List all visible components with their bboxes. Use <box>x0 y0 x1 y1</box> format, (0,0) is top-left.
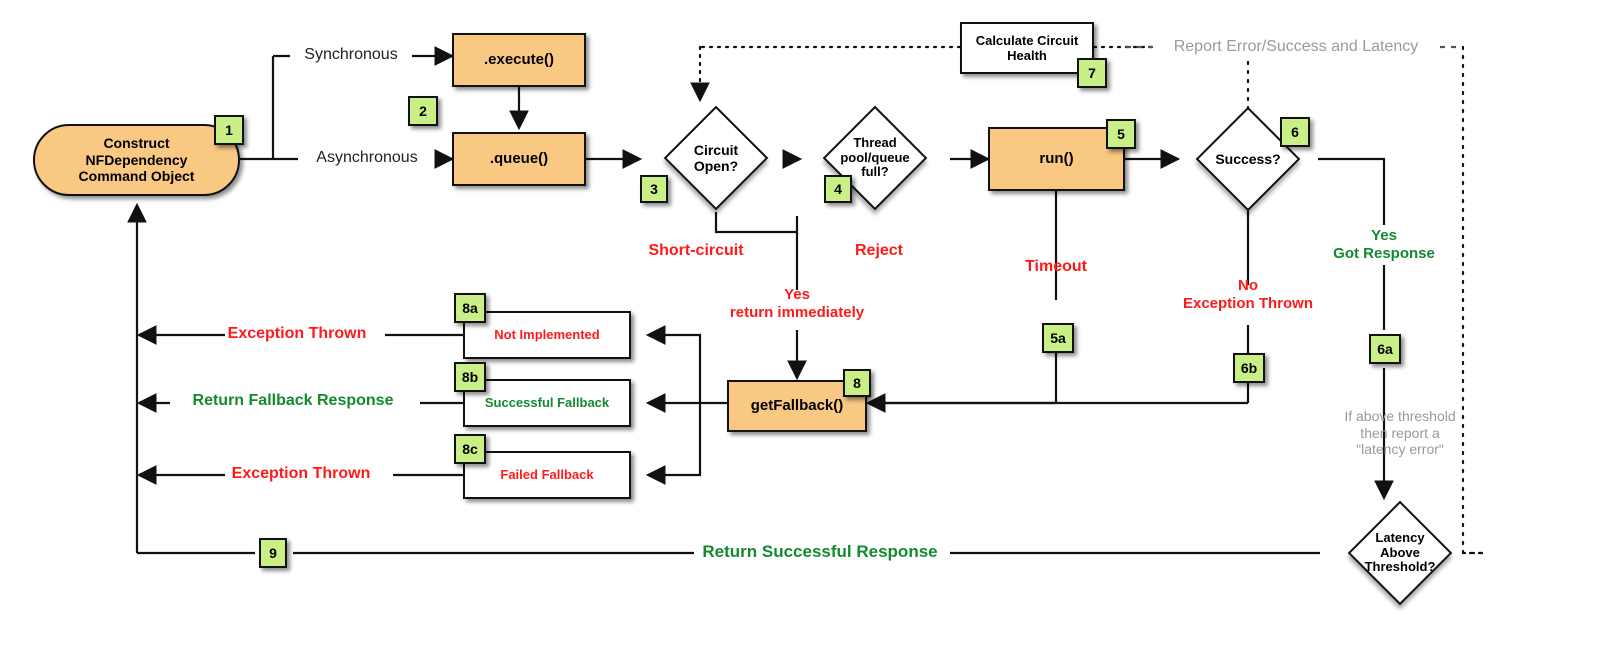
edge-label-no-exception-thrown: No Exception Thrown <box>1182 277 1314 312</box>
badge-step-6: 6 <box>1280 117 1310 147</box>
badge-step-5a: 5a <box>1042 323 1074 353</box>
badge-step-6a: 6a <box>1369 334 1401 364</box>
node-calculate-circuit-health-label: Calculate Circuit Health <box>975 32 1079 63</box>
node-queue[interactable]: .queue() <box>452 132 586 186</box>
edge-label-short-circuit: Short-circuit <box>648 242 744 259</box>
node-execute[interactable]: .execute() <box>452 33 586 87</box>
node-failed-fallback-label: Failed Fallback <box>500 467 594 483</box>
badge-step-7: 7 <box>1077 58 1107 88</box>
node-calculate-circuit-health[interactable]: Calculate Circuit Health <box>960 22 1094 74</box>
badge-step-8c: 8c <box>454 434 486 464</box>
node-get-fallback[interactable]: getFallback() <box>727 380 867 432</box>
node-execute-label: .execute() <box>483 51 555 69</box>
node-latency-above-threshold-label: Latency Above Threshold? <box>1364 529 1436 575</box>
edge-label-reject: Reject <box>854 242 904 259</box>
node-success[interactable]: Success? <box>1195 106 1301 212</box>
node-success-label: Success? <box>1215 150 1281 167</box>
node-thread-pool-full[interactable]: Thread pool/queue full? <box>822 105 928 211</box>
node-run-label: run() <box>1039 150 1074 168</box>
badge-step-6b: 6b <box>1233 353 1265 383</box>
edge-label-report-error: Report Error/Success and Latency <box>1173 38 1419 55</box>
node-get-fallback-label: getFallback() <box>750 397 844 415</box>
node-circuit-open[interactable]: Circuit Open? <box>663 105 769 211</box>
node-not-implemented[interactable]: Not Implemented <box>463 311 631 359</box>
edge-label-synchronous: Synchronous <box>304 46 398 63</box>
node-construct-command-label: Construct NFDependency Command Object <box>78 135 195 185</box>
edge-label-return-fallback-response: Return Fallback Response <box>192 392 394 409</box>
badge-step-5: 5 <box>1106 119 1136 149</box>
badge-step-3: 3 <box>640 175 668 203</box>
edge-label-asynchronous: Asynchronous <box>316 149 418 166</box>
badge-step-8a: 8a <box>454 293 486 323</box>
edge-label-exception-thrown-c: Exception Thrown <box>231 465 371 482</box>
node-not-implemented-label: Not Implemented <box>494 327 600 343</box>
node-failed-fallback[interactable]: Failed Fallback <box>463 451 631 499</box>
node-successful-fallback[interactable]: Successful Fallback <box>463 379 631 427</box>
badge-step-2: 2 <box>408 96 438 126</box>
badge-step-9: 9 <box>259 538 287 568</box>
badge-step-8b: 8b <box>454 362 486 392</box>
edge-label-latency-note: If above threshold then report a "latenc… <box>1344 408 1456 458</box>
badge-step-8: 8 <box>843 369 871 397</box>
badge-step-1: 1 <box>214 115 244 145</box>
edge-label-return-successful-response: Return Successful Response <box>702 542 938 561</box>
edge-label-exception-thrown-a: Exception Thrown <box>227 325 367 342</box>
node-thread-pool-full-label: Thread pool/queue full? <box>840 134 910 180</box>
edge-label-timeout: Timeout <box>1025 258 1087 275</box>
node-construct-command[interactable]: Construct NFDependency Command Object <box>33 124 240 196</box>
edge-label-yes-return-immediately: Yes return immediately <box>729 286 865 321</box>
node-circuit-open-label: Circuit Open? <box>693 141 739 174</box>
node-run[interactable]: run() <box>988 127 1125 191</box>
node-successful-fallback-label: Successful Fallback <box>484 395 610 411</box>
badge-step-4: 4 <box>824 175 852 203</box>
edge-label-yes-got-response: Yes Got Response <box>1333 227 1435 262</box>
node-latency-above-threshold[interactable]: Latency Above Threshold? <box>1347 500 1453 606</box>
node-queue-label: .queue() <box>489 150 549 168</box>
